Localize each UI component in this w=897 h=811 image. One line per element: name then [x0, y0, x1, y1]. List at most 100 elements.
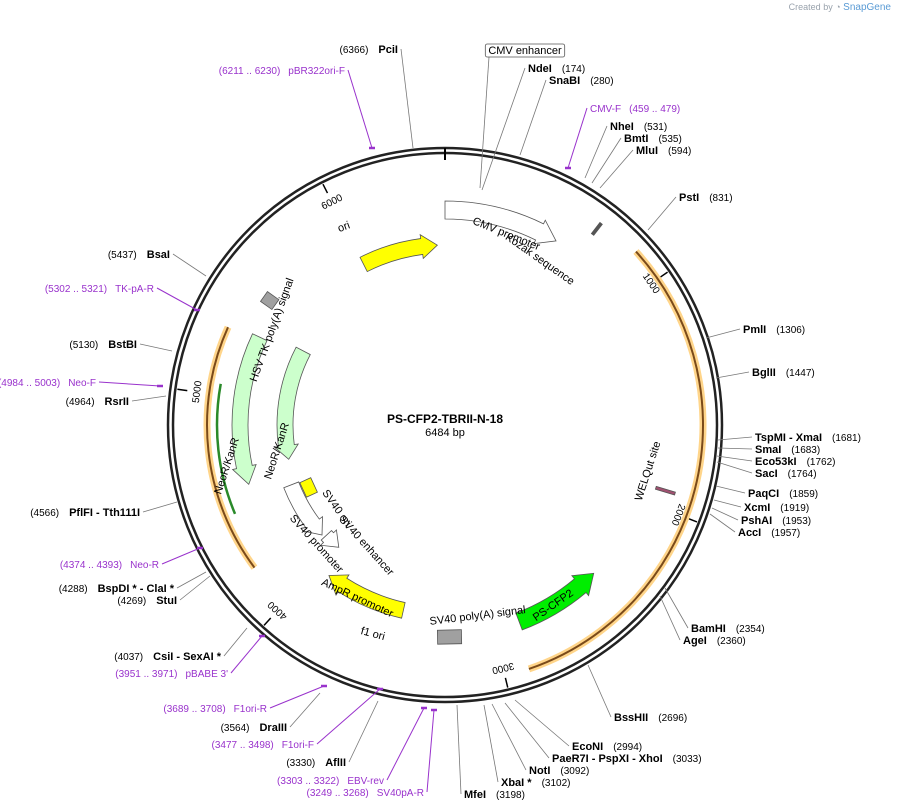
- enzyme-leader: [705, 328, 741, 339]
- enzyme-leader: [491, 703, 527, 771]
- enzyme-leader: [716, 455, 753, 462]
- primer-leader: [567, 107, 588, 169]
- primer-neo-f: Neo-F: [68, 378, 96, 389]
- enzyme-leader: [711, 507, 739, 521]
- cmv-enhancer-label-box: [484, 43, 566, 58]
- primer-tk-pa-r-position: (5302 .. 5321): [45, 284, 107, 295]
- primer-neo-f-position: (4984 .. 5003): [0, 378, 60, 389]
- enzyme-leader: [348, 700, 379, 763]
- plasmid-size: 6484 bp: [425, 427, 465, 439]
- enzyme-leader: [223, 627, 248, 657]
- primer-pbr322ori-f-position: (6211 .. 6230): [219, 66, 281, 77]
- enzyme-paqci-position: (1859): [789, 489, 818, 500]
- enzyme-bmti: BmtI: [624, 133, 648, 145]
- cmv-enhancer-leader: [479, 56, 490, 189]
- enzyme-csii-sexai: CsiI - SexAI *: [153, 651, 222, 663]
- primer-leader: [98, 381, 161, 387]
- enzyme-noti: NotI: [529, 765, 550, 777]
- enzyme-leader: [587, 664, 612, 718]
- primer-ebv-rev: EBV-rev: [347, 776, 384, 787]
- primer-pbabe-3: pBABE 3': [186, 669, 229, 680]
- kozak-box: [590, 221, 603, 236]
- enzyme-csii-sexai-position: (4037): [114, 652, 143, 663]
- enzyme-ndei: NdeI: [528, 63, 552, 75]
- primer-neo-r: Neo-R: [130, 560, 159, 571]
- enzyme-noti-position: (3092): [560, 766, 589, 777]
- enzyme-econi: EcoNI: [572, 741, 603, 753]
- sv40-promoter-arrow: [283, 481, 323, 536]
- credit-prefix: Created by: [788, 2, 833, 12]
- enzyme-leader: [172, 253, 207, 277]
- enzyme-eco53ki-position: (1762): [807, 457, 836, 468]
- neo-orf-arc: [215, 383, 237, 515]
- primer-ebv-rev-position: (3303 .. 3322): [277, 776, 339, 787]
- enzyme-nhei: NheI: [610, 121, 634, 133]
- label-leader-lines: [98, 48, 753, 795]
- primer-labels: pBR322ori-F(6211 .. 6230)CMV-F(459 .. 47…: [0, 66, 680, 799]
- enzyme-eco53ki: Eco53kI: [755, 456, 797, 468]
- enzyme-aflii-position: (3330): [286, 758, 315, 769]
- credit-brand: SnapGene: [843, 2, 891, 13]
- enzyme-bamhi-position: (2354): [736, 624, 765, 635]
- enzyme-mfei-position: (3198): [496, 790, 525, 801]
- enzyme-pcii: PciI: [378, 44, 398, 56]
- enzyme-leader: [142, 501, 178, 513]
- primer-leader: [156, 287, 198, 311]
- enzyme-bspdi-clai: BspDI * - ClaI *: [98, 583, 175, 595]
- enzyme-bsai-position: (5437): [108, 250, 137, 261]
- tick-label: 3000: [490, 660, 515, 676]
- ori-arrow: [359, 233, 438, 273]
- neor-kanr-arrow-inner: [273, 346, 311, 460]
- ps-cfp2-arrow: [515, 572, 595, 631]
- enzyme-rsrii: RsrII: [105, 396, 129, 408]
- cmv-promoter-arrow: [444, 200, 557, 245]
- enzyme-pshai-position: (1953): [782, 516, 811, 527]
- enzyme-leader: [715, 485, 746, 494]
- sv40-ori-label: SV40 ori: [319, 488, 353, 529]
- tick-mark: [687, 517, 698, 523]
- primer-leader: [161, 547, 201, 565]
- enzyme-bsai: BsaI: [147, 249, 170, 261]
- enzyme-econi-position: (2994): [613, 742, 642, 753]
- enzyme-acci: AccI: [738, 527, 761, 539]
- tick-label: 5000: [191, 380, 205, 404]
- enzyme-leader: [481, 67, 526, 191]
- enzyme-bglii-position: (1447): [786, 368, 815, 379]
- tick-mark: [504, 677, 509, 688]
- enzyme-bglii: BglII: [752, 367, 776, 379]
- enzyme-stui: StuI: [156, 595, 177, 607]
- enzyme-mfei: MfeI: [464, 789, 486, 801]
- enzyme-leader: [400, 48, 414, 149]
- enzyme-leader: [289, 692, 321, 728]
- tick-label: 6000: [320, 192, 345, 212]
- enzyme-smai: SmaI: [755, 444, 781, 456]
- primer-tk-pa-r: TK-pA-R: [115, 284, 154, 295]
- sv40-poly-a-signal-label: SV40 poly(A) signal: [429, 604, 526, 628]
- enzyme-smai-position: (1683): [791, 445, 820, 456]
- snapgene-logo-icon: ◔: [835, 2, 841, 12]
- enzyme-saci: SacI: [755, 468, 778, 480]
- enzyme-xcmi-position: (1919): [780, 503, 809, 514]
- enzyme-xbai: XbaI *: [501, 777, 532, 789]
- enzyme-saci-position: (1764): [788, 469, 817, 480]
- enzyme-bsshii: BssHII: [614, 712, 648, 724]
- enzyme-leader: [139, 343, 173, 352]
- enzyme-leader: [179, 575, 211, 601]
- enzyme-xbai-position: (3102): [542, 778, 571, 789]
- enzyme-leader: [664, 587, 689, 629]
- enzyme-ndei-position: (174): [562, 64, 585, 75]
- enzyme-leader: [591, 137, 622, 184]
- enzyme-mlui-position: (594): [668, 146, 691, 157]
- hsv-tk-polya-box: [259, 291, 280, 311]
- enzyme-leader: [456, 704, 462, 795]
- primer-pbabe-3-position: (3951 .. 3971): [115, 669, 177, 680]
- orf-arc: [206, 326, 256, 569]
- tick-mark: [177, 388, 188, 392]
- orf-arcs: [203, 249, 707, 673]
- enzyme-rsrii-position: (4964): [66, 397, 95, 408]
- enzyme-bsshii-position: (2696): [658, 713, 687, 724]
- feature-shapes: [231, 200, 676, 645]
- enzyme-pcii-position: (6366): [340, 45, 369, 56]
